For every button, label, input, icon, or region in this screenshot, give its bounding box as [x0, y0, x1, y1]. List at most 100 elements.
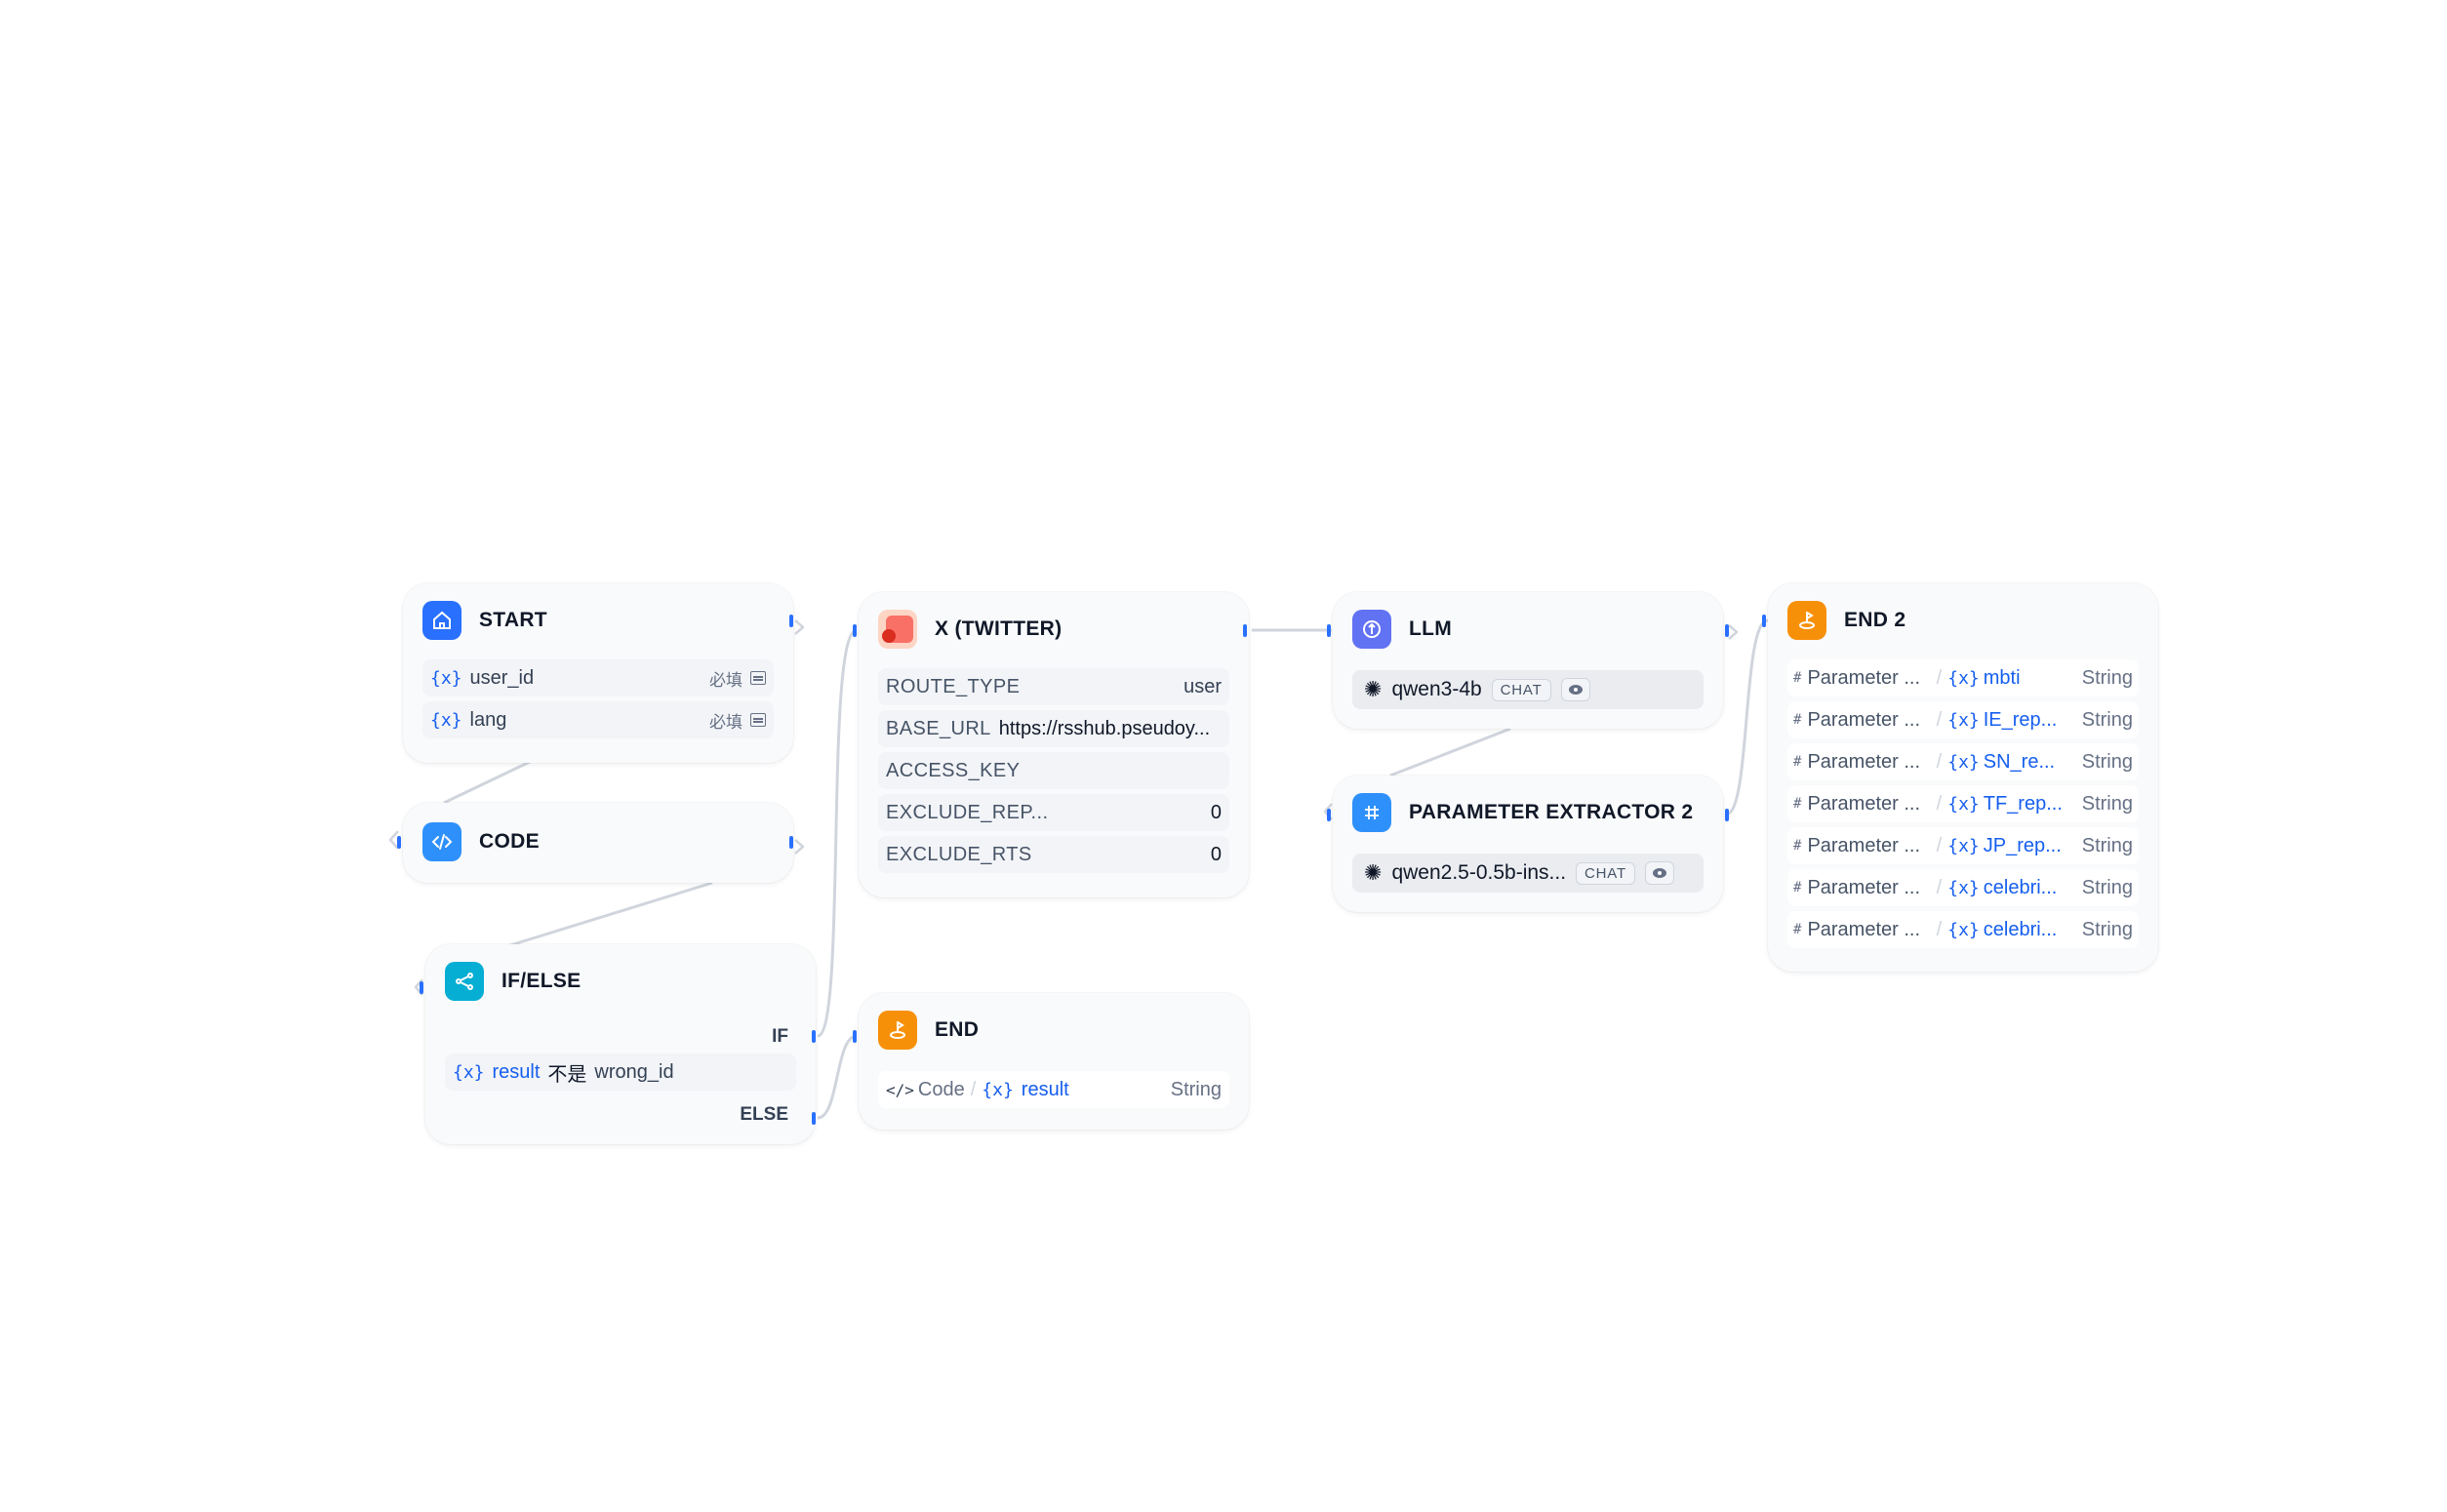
node-title: IF/ELSE — [501, 970, 582, 992]
input-port[interactable] — [1327, 624, 1331, 637]
ifelse-node[interactable]: IF/ELSE IF {x} result 不是 wrong_id ELSE — [420, 944, 816, 1144]
output-row[interactable]: # Parameter ... / {x} TF_rep... String — [1787, 785, 2139, 822]
param-key: EXCLUDE_REP... — [886, 801, 1049, 823]
end-icon — [878, 1011, 917, 1050]
node-title: CODE — [479, 830, 540, 853]
model-provider-icon: ✺ — [1364, 677, 1383, 701]
arrow-llm-out — [1728, 624, 1739, 640]
output-port[interactable] — [789, 836, 793, 849]
variable-icon: {x} — [430, 709, 462, 731]
param-value: user — [1183, 675, 1222, 697]
output-type: String — [2081, 750, 2133, 773]
condition-row[interactable]: {x} result 不是 wrong_id — [445, 1054, 796, 1091]
variable-icon: {x} — [982, 1079, 1014, 1100]
input-port[interactable] — [1327, 809, 1331, 821]
param-key: BASE_URL — [886, 717, 991, 739]
node-title: START — [479, 609, 547, 631]
arrow-start-out — [794, 619, 805, 635]
llm-node[interactable]: LLM ✺ qwen3-4b CHAT — [1327, 592, 1729, 729]
start-node[interactable]: START {x} user_id 必填 {x} lang 必填 — [403, 583, 793, 763]
param-row[interactable]: ACCESS_KEY — [878, 752, 1229, 789]
input-port[interactable] — [853, 1030, 857, 1043]
code-node[interactable]: CODE — [397, 803, 793, 883]
input-port[interactable] — [853, 624, 857, 637]
output-var: mbti — [1983, 666, 2021, 689]
output-var: celebri... — [1983, 918, 2058, 940]
twitter-tool-icon — [878, 610, 917, 649]
output-row[interactable]: # Parameter ... / {x} celebri... String — [1787, 911, 2139, 948]
variable-icon: {x} — [1947, 919, 1980, 940]
required-label: 必填 — [709, 670, 742, 690]
output-source: Parameter ... — [1807, 708, 1921, 731]
extractor-small-icon: # — [1793, 796, 1802, 812]
wire-if-twitter — [817, 628, 858, 1038]
output-row[interactable]: # Parameter ... / {x} SN_re... String — [1787, 743, 2139, 780]
code-icon — [422, 822, 461, 861]
wire-extractor-end2 — [1725, 618, 1769, 816]
else-output-port[interactable] — [812, 1112, 816, 1125]
chat-mode-badge: CHAT — [1491, 678, 1551, 701]
text-input-icon — [750, 671, 766, 685]
output-port[interactable] — [1725, 809, 1729, 821]
output-source: Parameter ... — [1807, 834, 1921, 856]
arrow-code-out — [794, 839, 805, 855]
end-icon — [1787, 601, 1826, 640]
model-selector[interactable]: ✺ qwen3-4b CHAT — [1352, 670, 1704, 709]
param-value: 0 — [1210, 801, 1222, 823]
param-row[interactable]: EXCLUDE_RTS 0 — [878, 836, 1229, 873]
twitter-node[interactable]: X (TWITTER) ROUTE_TYPE user BASE_URL htt… — [853, 592, 1249, 897]
output-type: String — [1170, 1078, 1222, 1100]
end2-node[interactable]: END 2 # Parameter ... / {x} mbti String … — [1762, 583, 2158, 972]
extractor-small-icon: # — [1793, 670, 1802, 686]
output-row[interactable]: # Parameter ... / {x} mbti String — [1787, 659, 2139, 696]
param-key: EXCLUDE_RTS — [886, 843, 1032, 865]
input-port[interactable] — [397, 836, 401, 849]
output-row[interactable]: # Parameter ... / {x} JP_rep... String — [1787, 827, 2139, 864]
output-row[interactable]: # Parameter ... / {x} celebri... String — [1787, 869, 2139, 906]
output-type: String — [2081, 666, 2133, 689]
node-title: END 2 — [1844, 609, 1906, 631]
if-output-port[interactable] — [812, 1030, 816, 1043]
end-node[interactable]: END </> Code / {x} result String — [853, 993, 1249, 1130]
variable-icon: {x} — [1947, 793, 1980, 815]
output-var: IE_rep... — [1983, 708, 2058, 731]
separator: / — [1936, 918, 1943, 940]
model-name: qwen3-4b — [1391, 678, 1482, 700]
extractor-small-icon: # — [1793, 880, 1802, 895]
param-row[interactable]: BASE_URL https://rsshub.pseudoy... — [878, 710, 1229, 747]
condition-var: result — [492, 1060, 541, 1083]
variable-icon: {x} — [1947, 877, 1980, 898]
if-branch-label: IF — [772, 1026, 788, 1047]
variable-icon: {x} — [1947, 751, 1980, 773]
param-row[interactable]: EXCLUDE_REP... 0 — [878, 794, 1229, 831]
output-source: Code — [917, 1078, 965, 1100]
vision-icon — [1644, 861, 1674, 885]
var-name: lang — [469, 708, 507, 731]
start-var-row[interactable]: {x} user_id 必填 — [422, 659, 774, 696]
output-port[interactable] — [789, 615, 793, 627]
separator: / — [1936, 750, 1943, 773]
output-port[interactable] — [1725, 624, 1729, 637]
chat-mode-badge: CHAT — [1576, 861, 1635, 885]
input-port[interactable] — [1762, 615, 1766, 627]
output-var: TF_rep... — [1983, 792, 2063, 815]
llm-icon — [1352, 610, 1391, 649]
output-row[interactable]: </> Code / {x} result String — [878, 1071, 1229, 1108]
parameter-extractor-node[interactable]: PARAMETER EXTRACTOR 2 ✺ qwen2.5-0.5b-ins… — [1327, 776, 1729, 912]
start-var-row[interactable]: {x} lang 必填 — [422, 701, 774, 738]
output-port[interactable] — [1243, 624, 1247, 637]
code-small-icon: </> — [886, 1080, 914, 1099]
var-name: user_id — [469, 666, 535, 689]
output-source: Parameter ... — [1807, 918, 1921, 940]
text-input-icon — [750, 713, 766, 727]
home-icon — [422, 601, 461, 640]
param-row[interactable]: ROUTE_TYPE user — [878, 668, 1229, 705]
model-selector[interactable]: ✺ qwen2.5-0.5b-ins... CHAT — [1352, 854, 1704, 893]
node-title: PARAMETER EXTRACTOR 2 — [1409, 801, 1694, 823]
node-title: END — [935, 1018, 980, 1041]
input-port[interactable] — [420, 981, 423, 994]
variable-icon: {x} — [1947, 667, 1980, 689]
output-source: Parameter ... — [1807, 792, 1921, 815]
wire-code-ifelse — [506, 881, 713, 948]
output-row[interactable]: # Parameter ... / {x} IE_rep... String — [1787, 701, 2139, 738]
